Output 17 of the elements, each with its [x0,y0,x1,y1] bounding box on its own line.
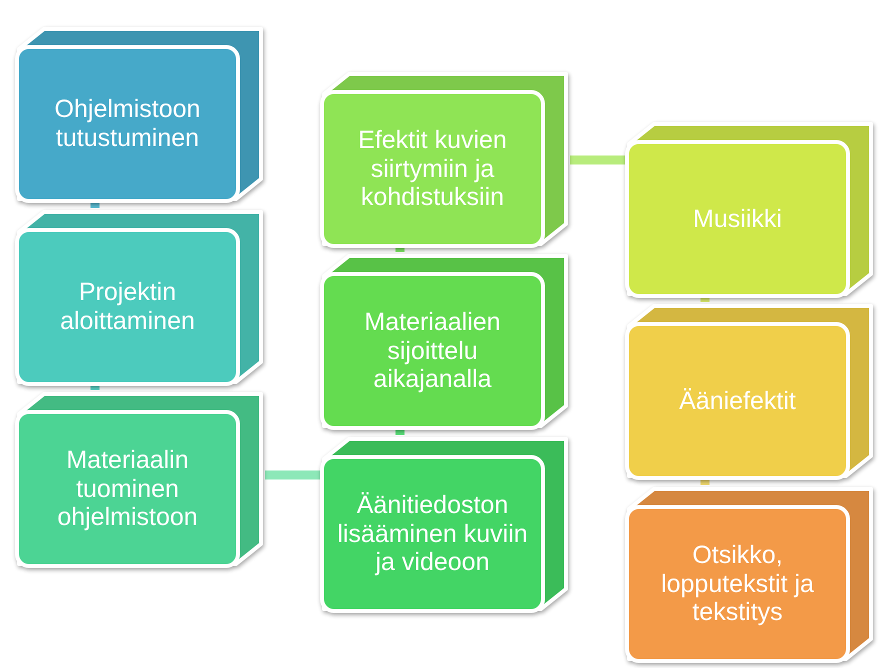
connector [700,298,710,302]
step-label: Projektin aloittaminen [59,277,196,337]
connector [265,470,320,480]
step-label: Efektit kuvien siirtymiin ja kohdistuksiin [357,124,508,214]
step-label: Materiaalien sijoittelu aikajanalla [363,306,502,396]
connector [396,430,404,435]
connector [396,248,404,252]
step-label: Ohjelmistoon tutustuminen [54,94,202,154]
connector [570,156,625,164]
step-label: Äänitiedoston lisääminen kuviin ja videoon [336,490,529,578]
step-label: Musiikki [692,204,783,235]
step-label: Ääniefektit [678,386,797,417]
step-label: Otsikko, lopputekstit ja tekstitys [660,540,815,628]
connector [90,203,100,208]
step-label: Materiaalin tuominen ohjelmistoon [56,444,199,534]
connector [700,480,710,485]
connector [90,386,100,390]
